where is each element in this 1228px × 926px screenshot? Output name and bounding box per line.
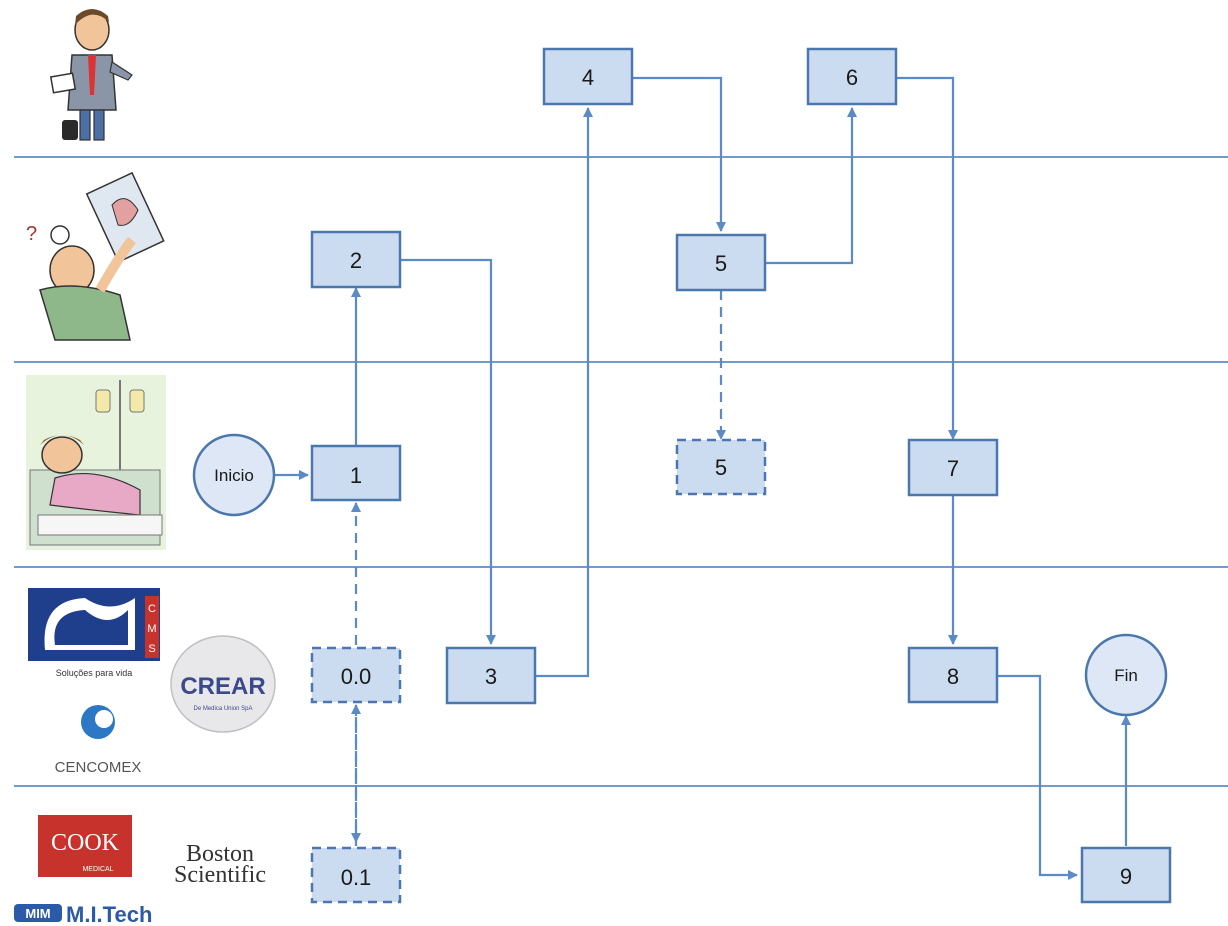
node-label: 1 — [350, 463, 362, 488]
node-label: 8 — [947, 664, 959, 689]
node-label: 0.1 — [341, 865, 372, 890]
crear-text: CREAR — [180, 673, 265, 700]
start-node[interactable]: Inicio — [194, 435, 274, 515]
node-label: 4 — [582, 65, 594, 90]
node-label: 7 — [947, 456, 959, 481]
cook-logo: COOK MEDICAL — [38, 815, 132, 877]
node-1[interactable]: 1 — [312, 446, 400, 500]
node-5-patient[interactable]: 5 — [677, 440, 765, 494]
cms-tagline: Soluções para vida — [56, 668, 133, 678]
end-label: Fin — [1114, 666, 1138, 685]
svg-text:?: ? — [26, 223, 37, 245]
cms-letter: S — [148, 643, 155, 655]
businessman-icon — [51, 9, 132, 140]
node-5-doctor[interactable]: 5 — [677, 235, 765, 290]
arrow-4-to-5 — [632, 78, 721, 231]
cms-letter: C — [148, 603, 156, 615]
node-0-1[interactable]: 0.1 — [312, 848, 400, 902]
cms-letter: M — [147, 623, 156, 635]
doctor-xray-icon: ? — [26, 173, 164, 340]
node-label: 5 — [715, 455, 727, 480]
boston-scientific-logo: Boston Scientific — [174, 841, 266, 888]
start-label: Inicio — [214, 466, 254, 485]
arrow-2-to-3 — [400, 260, 491, 644]
node-0-0[interactable]: 0.0 — [312, 648, 400, 702]
cms-logo: C M S Soluções para vida — [28, 588, 160, 678]
node-label: 3 — [485, 664, 497, 689]
cencomex-logo: CENCOMEX — [55, 705, 142, 776]
node-2[interactable]: 2 — [312, 232, 400, 287]
node-4[interactable]: 4 — [544, 49, 632, 104]
node-3[interactable]: 3 — [447, 648, 535, 703]
patient-bed-icon — [26, 375, 166, 550]
cook-text: COOK — [51, 830, 120, 856]
node-6[interactable]: 6 — [808, 49, 896, 104]
end-node[interactable]: Fin — [1086, 635, 1166, 715]
mitech-text: M.I.Tech — [66, 902, 152, 926]
node-label: 2 — [350, 248, 362, 273]
arrow-3-to-4 — [535, 108, 588, 676]
node-label: 6 — [846, 65, 858, 90]
mitech-logo: MIM M.I.Tech — [14, 902, 152, 926]
node-label: 0.0 — [341, 664, 372, 689]
node-label: 9 — [1120, 864, 1132, 889]
arrow-8-to-9 — [997, 676, 1077, 875]
arrow-5-to-6 — [765, 108, 852, 263]
node-8[interactable]: 8 — [909, 648, 997, 702]
cencomex-text: CENCOMEX — [55, 759, 142, 776]
arrow-6-to-7 — [896, 78, 953, 439]
node-label: 5 — [715, 251, 727, 276]
cook-subtext: MEDICAL — [82, 866, 113, 873]
nodes: 4 6 2 5 5 1 7 0.0 — [194, 49, 1170, 902]
crear-logo: CREAR De Medica Union SpA — [171, 636, 275, 732]
scientific-text: Scientific — [174, 862, 266, 888]
mitech-mark: MIM — [25, 906, 50, 921]
crear-subtext: De Medica Union SpA — [193, 706, 252, 712]
node-7[interactable]: 7 — [909, 440, 997, 495]
node-9[interactable]: 9 — [1082, 848, 1170, 902]
